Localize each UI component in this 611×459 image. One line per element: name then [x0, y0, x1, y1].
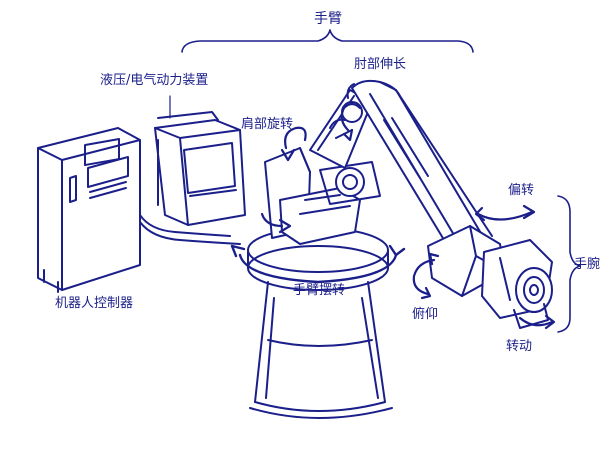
roll-arrow: [518, 314, 556, 330]
yaw-arrow: [474, 204, 536, 222]
shoulder-rotate-arrow: [260, 126, 307, 234]
power-unit-box: [154, 111, 246, 226]
forearm: [346, 79, 493, 259]
wrist-assembly: [427, 225, 553, 329]
label-power-unit: 液压/电气动力装置: [100, 73, 209, 88]
wrist-brace: [557, 195, 581, 333]
arm-bracket: [181, 29, 474, 53]
arm-swing-arrow: [230, 244, 406, 284]
elbow-extend-arrow: [340, 102, 362, 142]
label-controller: 机器人控制器: [55, 296, 134, 311]
shoulder-turret: [264, 147, 381, 245]
robot-pedestal: [247, 227, 393, 419]
label-pitch: 俯仰: [412, 307, 439, 322]
label-arm: 手臂: [314, 11, 342, 27]
label-wrist: 手腕: [574, 257, 601, 272]
label-elbow-extend: 肘部伸长: [354, 57, 407, 72]
label-yaw: 偏转: [508, 183, 535, 198]
pitch-arrow: [412, 252, 440, 300]
controller-cabinet: [37, 127, 241, 293]
label-shoulder-rotate: 肩部旋转: [241, 117, 294, 132]
label-roll: 转动: [506, 339, 533, 354]
label-arm-swing: 手臂摆转: [293, 283, 346, 298]
